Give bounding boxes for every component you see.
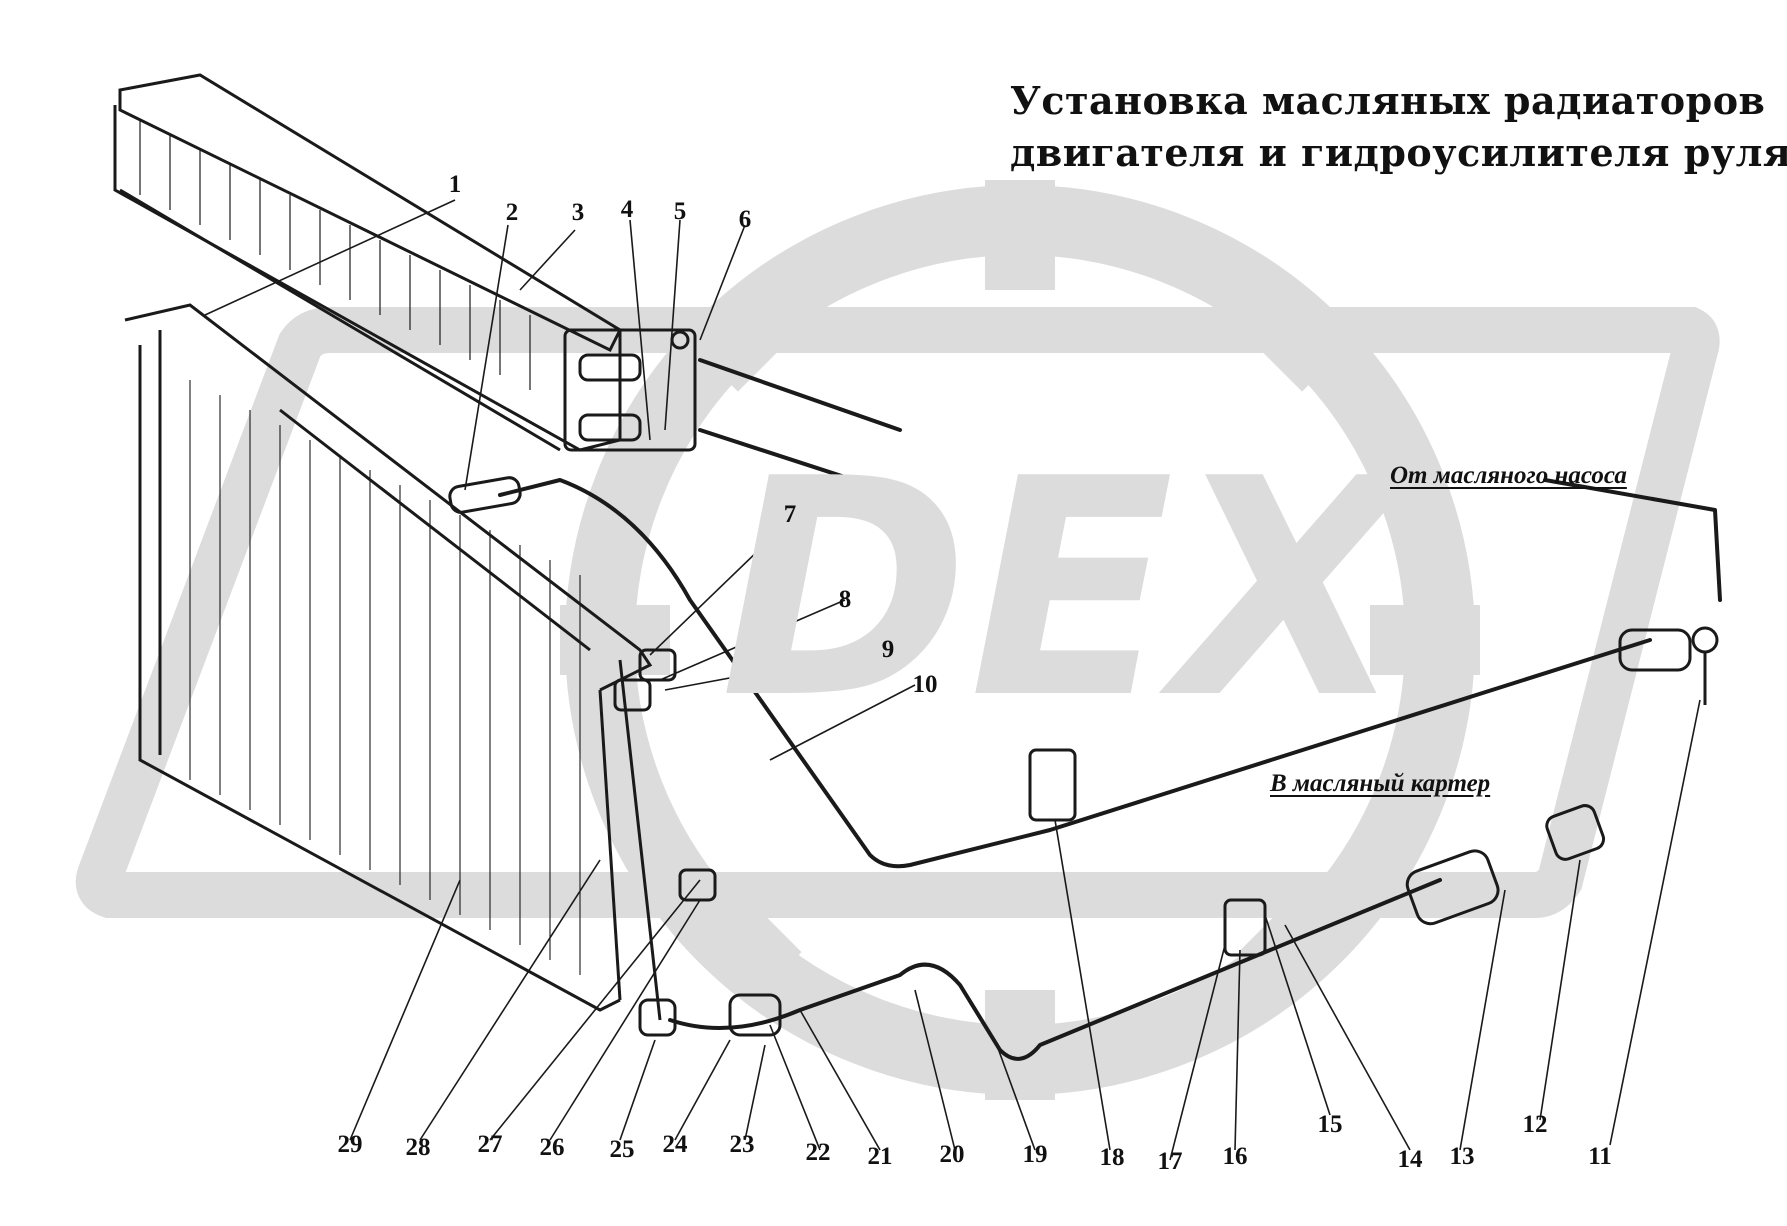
callout-13: 13 (1449, 1143, 1475, 1170)
main-oil-radiator (124, 303, 717, 1021)
couplings (448, 476, 1719, 1037)
callout-20: 20 (939, 1141, 965, 1168)
callout-11: 11 (1588, 1143, 1612, 1170)
callout-4: 4 (620, 196, 634, 223)
callout-1: 1 (448, 171, 462, 198)
callout-23: 23 (729, 1131, 755, 1158)
callout-19: 19 (1022, 1141, 1048, 1168)
callout-9: 9 (881, 636, 895, 663)
label-to-oil-crankcase: В масляный картер (1270, 770, 1491, 797)
label-from-oil-pump: От масляного насоса (1390, 462, 1627, 489)
callout-24: 24 (662, 1131, 688, 1158)
callout-7: 7 (783, 501, 797, 528)
callout-10: 10 (912, 671, 938, 698)
callout-12: 12 (1522, 1111, 1548, 1138)
diagram-title-line-1: Установка масляных радиаторов (1010, 78, 1766, 123)
callout-8: 8 (838, 586, 852, 613)
pipelines (498, 358, 1722, 1061)
callout-6: 6 (738, 206, 752, 233)
upper-oil-radiator (113, 73, 697, 452)
callout-27: 27 (477, 1131, 503, 1158)
watermark-frame (75, 307, 1720, 918)
callout-3: 3 (571, 199, 585, 226)
callout-16: 16 (1222, 1143, 1248, 1170)
watermark-text: DEX (720, 415, 1406, 764)
callout-5: 5 (673, 198, 687, 225)
callout-2: 2 (505, 199, 519, 226)
callout-29: 29 (337, 1131, 363, 1158)
callout-18: 18 (1099, 1144, 1125, 1171)
callout-21: 21 (867, 1143, 893, 1170)
callout-25: 25 (609, 1136, 635, 1163)
callout-26: 26 (539, 1134, 565, 1161)
callout-22: 22 (805, 1139, 831, 1166)
callout-14: 14 (1397, 1146, 1423, 1173)
callout-28: 28 (405, 1134, 431, 1161)
leader-lines (204, 199, 1701, 1161)
callout-15: 15 (1317, 1111, 1343, 1138)
diagram-title-line-2: двигателя и гидроусилителя руля (1010, 130, 1787, 175)
callout-17: 17 (1157, 1148, 1183, 1175)
